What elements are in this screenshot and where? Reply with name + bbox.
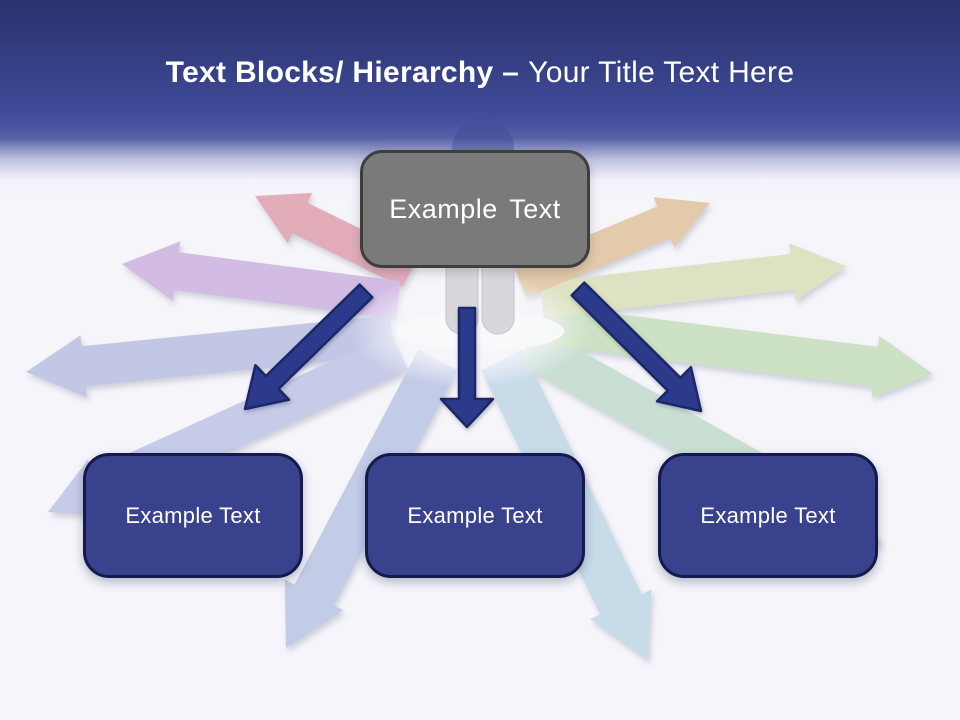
slide-title: Text Blocks/ Hierarchy –Your Title Text … [0,54,960,92]
child-node-label: Example Text [700,502,836,528]
connector-left-icon [243,283,374,411]
child-node-label: Example Text [407,502,543,528]
bg-arrow-green-right-icon [542,305,933,398]
connector-right-icon [570,281,703,413]
child-node-1[interactable]: Example Text [83,453,303,578]
bg-arrow-periwinkle-left-icon [26,315,394,397]
bg-arrow-tan-up-right-icon [513,197,710,298]
child-node-label: Example Text [125,502,261,528]
bg-arrow-lavender-up-left-icon [122,241,401,319]
root-node-label: Example Text [389,193,561,224]
bg-arrow-yellowgreen-right-icon [540,243,846,318]
title-regular-text: Your Title Text Here [528,56,795,89]
child-node-3[interactable]: Example Text [658,453,878,578]
connector-middle-icon [439,306,495,429]
title-bold-text: Text Blocks/ Hierarchy – [165,56,520,89]
root-node[interactable]: Example Text [360,150,590,268]
child-node-2[interactable]: Example Text [365,453,585,578]
